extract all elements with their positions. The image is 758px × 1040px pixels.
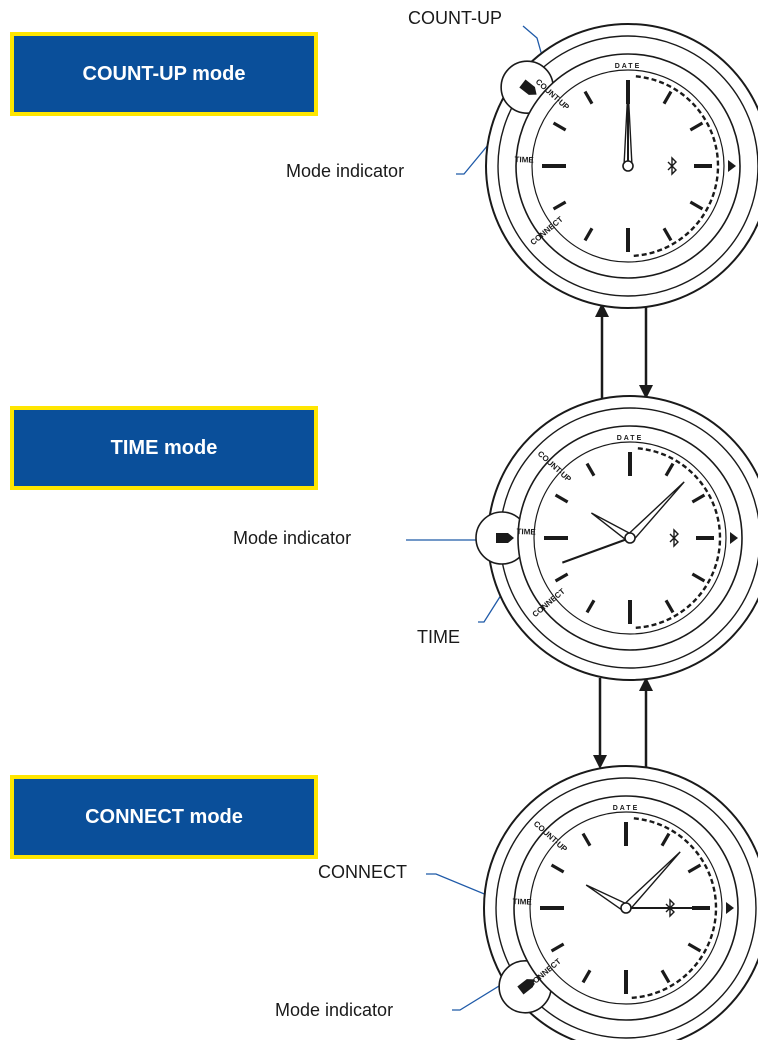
connect-callout: CONNECT [318, 862, 407, 882]
time-hour-marker [585, 462, 596, 477]
connect-hour-marker [660, 969, 671, 984]
time-triangle-marker [730, 532, 738, 544]
connect-triangle-marker [726, 902, 734, 914]
time-bezel-label: TIME [516, 527, 536, 537]
count-up-hour-marker [552, 121, 567, 132]
count-up-mode-indicator-icon [519, 79, 537, 95]
transition-arrows [593, 303, 653, 770]
count-up-date-label: DATE [615, 63, 642, 70]
time-second-hand [562, 537, 631, 564]
leader-connect-mode-indicator [452, 977, 513, 1011]
time-date-arc [633, 447, 722, 630]
connect-hour-marker [550, 942, 565, 953]
time-hour-marker [585, 599, 596, 614]
time-hand-pivot [624, 532, 636, 544]
connect-hour-marker [660, 832, 671, 847]
connect-case-ring [495, 777, 757, 1039]
count-up-bluetooth-icon [667, 156, 677, 176]
count-up-hour-marker [583, 90, 594, 105]
time-date-label: DATE [617, 435, 644, 442]
count-up-mode-indicator-callout: Mode indicator [286, 161, 405, 181]
connect-mode-box: CONNECT mode [10, 775, 318, 859]
connect-mode-indicator-icon [517, 979, 535, 995]
count-up-mode-box: COUNT-UP mode [10, 32, 318, 116]
connect-mode-label: CONNECT mode [85, 805, 243, 828]
time-hour-marker [554, 572, 569, 583]
connect-hour-marker [550, 863, 565, 874]
time-bluetooth-icon [669, 528, 679, 548]
time-hour-marker [664, 462, 675, 477]
time-mode-indicator-icon [496, 533, 514, 543]
time-mode-box: TIME mode [10, 406, 318, 490]
connect-date-label: DATE [613, 805, 640, 812]
time-hour-marker [691, 572, 706, 583]
time-mode-indicator-callout: Mode indicator [233, 528, 352, 548]
count-up-triangle-marker [728, 160, 736, 172]
time-hour-marker [691, 493, 706, 504]
count-up-bezel-label: TIME [514, 155, 534, 165]
count-up-date-arc [631, 75, 720, 258]
connect-hour-marker [687, 863, 702, 874]
count-up-hour-marker [662, 227, 673, 242]
connect-hour-marker [581, 969, 592, 984]
time-mode-label: TIME mode [110, 436, 218, 459]
connect-hour-marker [687, 942, 702, 953]
connect-date-arc [629, 817, 718, 1000]
connect-hand-pivot [620, 902, 632, 914]
time-hour-marker [554, 493, 569, 504]
connect-bezel-label: TIME [512, 897, 532, 907]
connect-mode-indicator-callout: Mode indicator [275, 1000, 394, 1020]
count-up-hour-marker [662, 90, 673, 105]
count-up-hour-marker [689, 200, 704, 211]
count-up-hour-marker [689, 121, 704, 132]
time-callout: TIME [417, 627, 460, 647]
count-up-case-ring [497, 35, 758, 297]
connect-hour-marker [581, 832, 592, 847]
time-hour-marker [664, 599, 675, 614]
count-up-hour-marker [583, 227, 594, 242]
count-up-hour-marker [552, 200, 567, 211]
count-up-mode-label: COUNT-UP mode [82, 62, 246, 85]
count-up-hand-pivot [622, 160, 634, 172]
count-up-callout: COUNT-UP [408, 8, 502, 28]
